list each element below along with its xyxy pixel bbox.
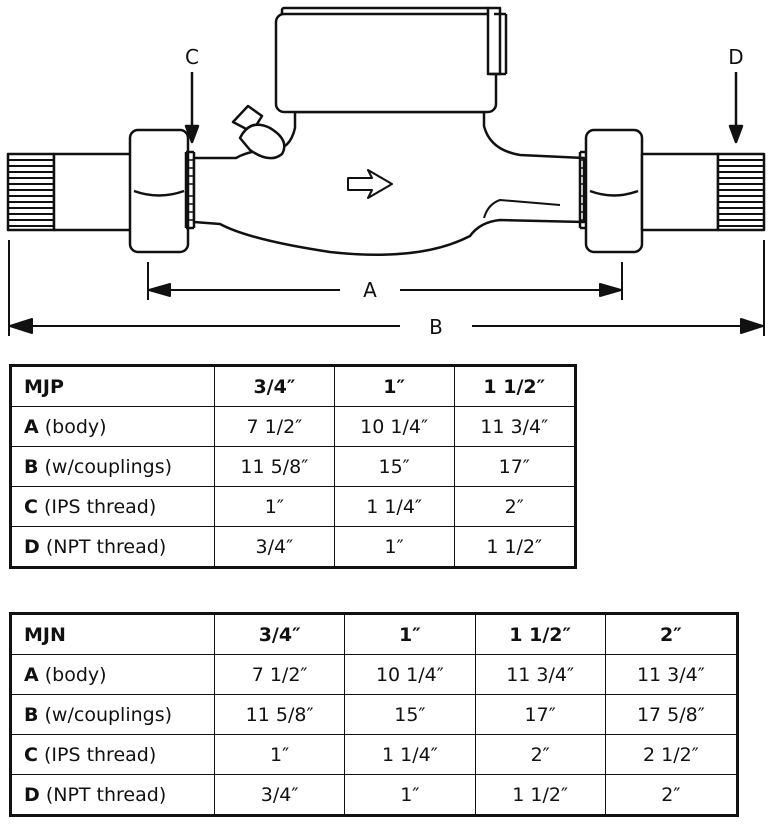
register-housing bbox=[274, 6, 508, 114]
callout-d-arrow bbox=[728, 72, 744, 144]
size-column-header: 2″ bbox=[604, 613, 739, 655]
table-cell: 11 5/8″ bbox=[214, 446, 335, 487]
water-meter-diagram: C D A B bbox=[6, 6, 766, 339]
table-cell: 1 1/4″ bbox=[333, 486, 455, 527]
size-column-header: 1 1/2″ bbox=[453, 365, 576, 407]
table-cell: 1″ bbox=[344, 774, 476, 816]
mjn-dimensions-table: MJN 3/4″ 1″ 1 1/2″ 2″ A (body) 7 1/2″ 10… bbox=[9, 612, 739, 817]
left-threaded-end bbox=[6, 152, 56, 232]
flow-direction-arrow bbox=[347, 169, 393, 199]
table-cell: 2″ bbox=[474, 734, 606, 775]
table-cell: 15″ bbox=[333, 446, 455, 487]
row-label: D (NPT thread) bbox=[10, 774, 215, 816]
row-label: A (body) bbox=[10, 654, 215, 695]
table-row: C (IPS thread) 1″ 1 1/4″ 2″ 2 1/2″ bbox=[10, 734, 739, 775]
table-cell: 10 1/4″ bbox=[333, 406, 455, 447]
table-row: C (IPS thread) 1″ 1 1/4″ 2″ bbox=[10, 486, 576, 527]
row-label: C (IPS thread) bbox=[10, 486, 215, 527]
size-column-header: 1″ bbox=[344, 613, 476, 655]
left-coupling-nut bbox=[128, 128, 196, 254]
test-plug bbox=[231, 104, 286, 160]
dimension-a-line bbox=[147, 262, 623, 300]
model-name: MJN bbox=[10, 613, 215, 655]
size-column-header: 3/4″ bbox=[214, 365, 335, 407]
meter-body-shadow bbox=[483, 199, 561, 219]
table-cell: 1 1/4″ bbox=[344, 734, 476, 775]
row-label: D (NPT thread) bbox=[10, 526, 215, 568]
table-cell: 2 1/2″ bbox=[604, 734, 739, 775]
table-cell: 1 1/2″ bbox=[453, 526, 576, 568]
table-cell: 1″ bbox=[213, 734, 346, 775]
table-cell: 17″ bbox=[474, 694, 606, 735]
table-cell: 3/4″ bbox=[214, 526, 335, 568]
left-pipe-tail bbox=[52, 152, 134, 232]
row-label: C (IPS thread) bbox=[10, 734, 215, 775]
table-cell: 17 5/8″ bbox=[604, 694, 739, 735]
dimension-a-label: A bbox=[363, 278, 377, 302]
table-row: B (w/couplings) 11 5/8″ 15″ 17″ 17 5/8″ bbox=[10, 694, 739, 735]
dimension-b-label: B bbox=[429, 315, 443, 339]
right-threaded-end bbox=[716, 152, 766, 232]
table-row: D (NPT thread) 3/4″ 1″ 1 1/2″ 2″ bbox=[10, 774, 739, 816]
row-label: A (body) bbox=[10, 406, 215, 447]
callout-c-arrow bbox=[184, 72, 200, 144]
table-cell: 3/4″ bbox=[213, 774, 346, 816]
size-column-header: 3/4″ bbox=[213, 613, 346, 655]
table-cell: 1″ bbox=[214, 486, 335, 527]
table-row: D (NPT thread) 3/4″ 1″ 1 1/2″ bbox=[10, 526, 576, 568]
row-label: B (w/couplings) bbox=[10, 446, 215, 487]
callout-c-label: C bbox=[185, 45, 199, 69]
row-label: B (w/couplings) bbox=[10, 694, 215, 735]
dimension-b-line bbox=[8, 240, 765, 336]
right-coupling-nut bbox=[578, 128, 644, 254]
callout-d-label: D bbox=[728, 45, 743, 69]
table-cell: 17″ bbox=[453, 446, 576, 487]
table-header-row: MJN 3/4″ 1″ 1 1/2″ 2″ bbox=[10, 613, 739, 655]
table-cell: 11 5/8″ bbox=[213, 694, 346, 735]
model-name: MJP bbox=[10, 365, 215, 407]
table-row: A (body) 7 1/2″ 10 1/4″ 11 3/4″ bbox=[10, 406, 576, 447]
table-cell: 7 1/2″ bbox=[214, 406, 335, 447]
size-column-header: 1 1/2″ bbox=[474, 613, 606, 655]
table-cell: 15″ bbox=[344, 694, 476, 735]
right-pipe-tail bbox=[640, 152, 720, 232]
table-cell: 2″ bbox=[604, 774, 739, 816]
table-cell: 1 1/2″ bbox=[474, 774, 606, 816]
table-cell: 10 1/4″ bbox=[344, 654, 476, 695]
table-cell: 11 3/4″ bbox=[604, 654, 739, 695]
table-cell: 7 1/2″ bbox=[213, 654, 346, 695]
table-cell: 11 3/4″ bbox=[453, 406, 576, 447]
mjp-dimensions-table: MJP 3/4″ 1″ 1 1/2″ A (body) 7 1/2″ 10 1/… bbox=[9, 364, 577, 569]
size-column-header: 1″ bbox=[333, 365, 455, 407]
table-cell: 1″ bbox=[333, 526, 455, 568]
table-row: A (body) 7 1/2″ 10 1/4″ 11 3/4″ 11 3/4″ bbox=[10, 654, 739, 695]
table-cell: 2″ bbox=[453, 486, 576, 527]
table-row: B (w/couplings) 11 5/8″ 15″ 17″ bbox=[10, 446, 576, 487]
table-header-row: MJP 3/4″ 1″ 1 1/2″ bbox=[10, 365, 576, 407]
table-cell: 11 3/4″ bbox=[474, 654, 606, 695]
